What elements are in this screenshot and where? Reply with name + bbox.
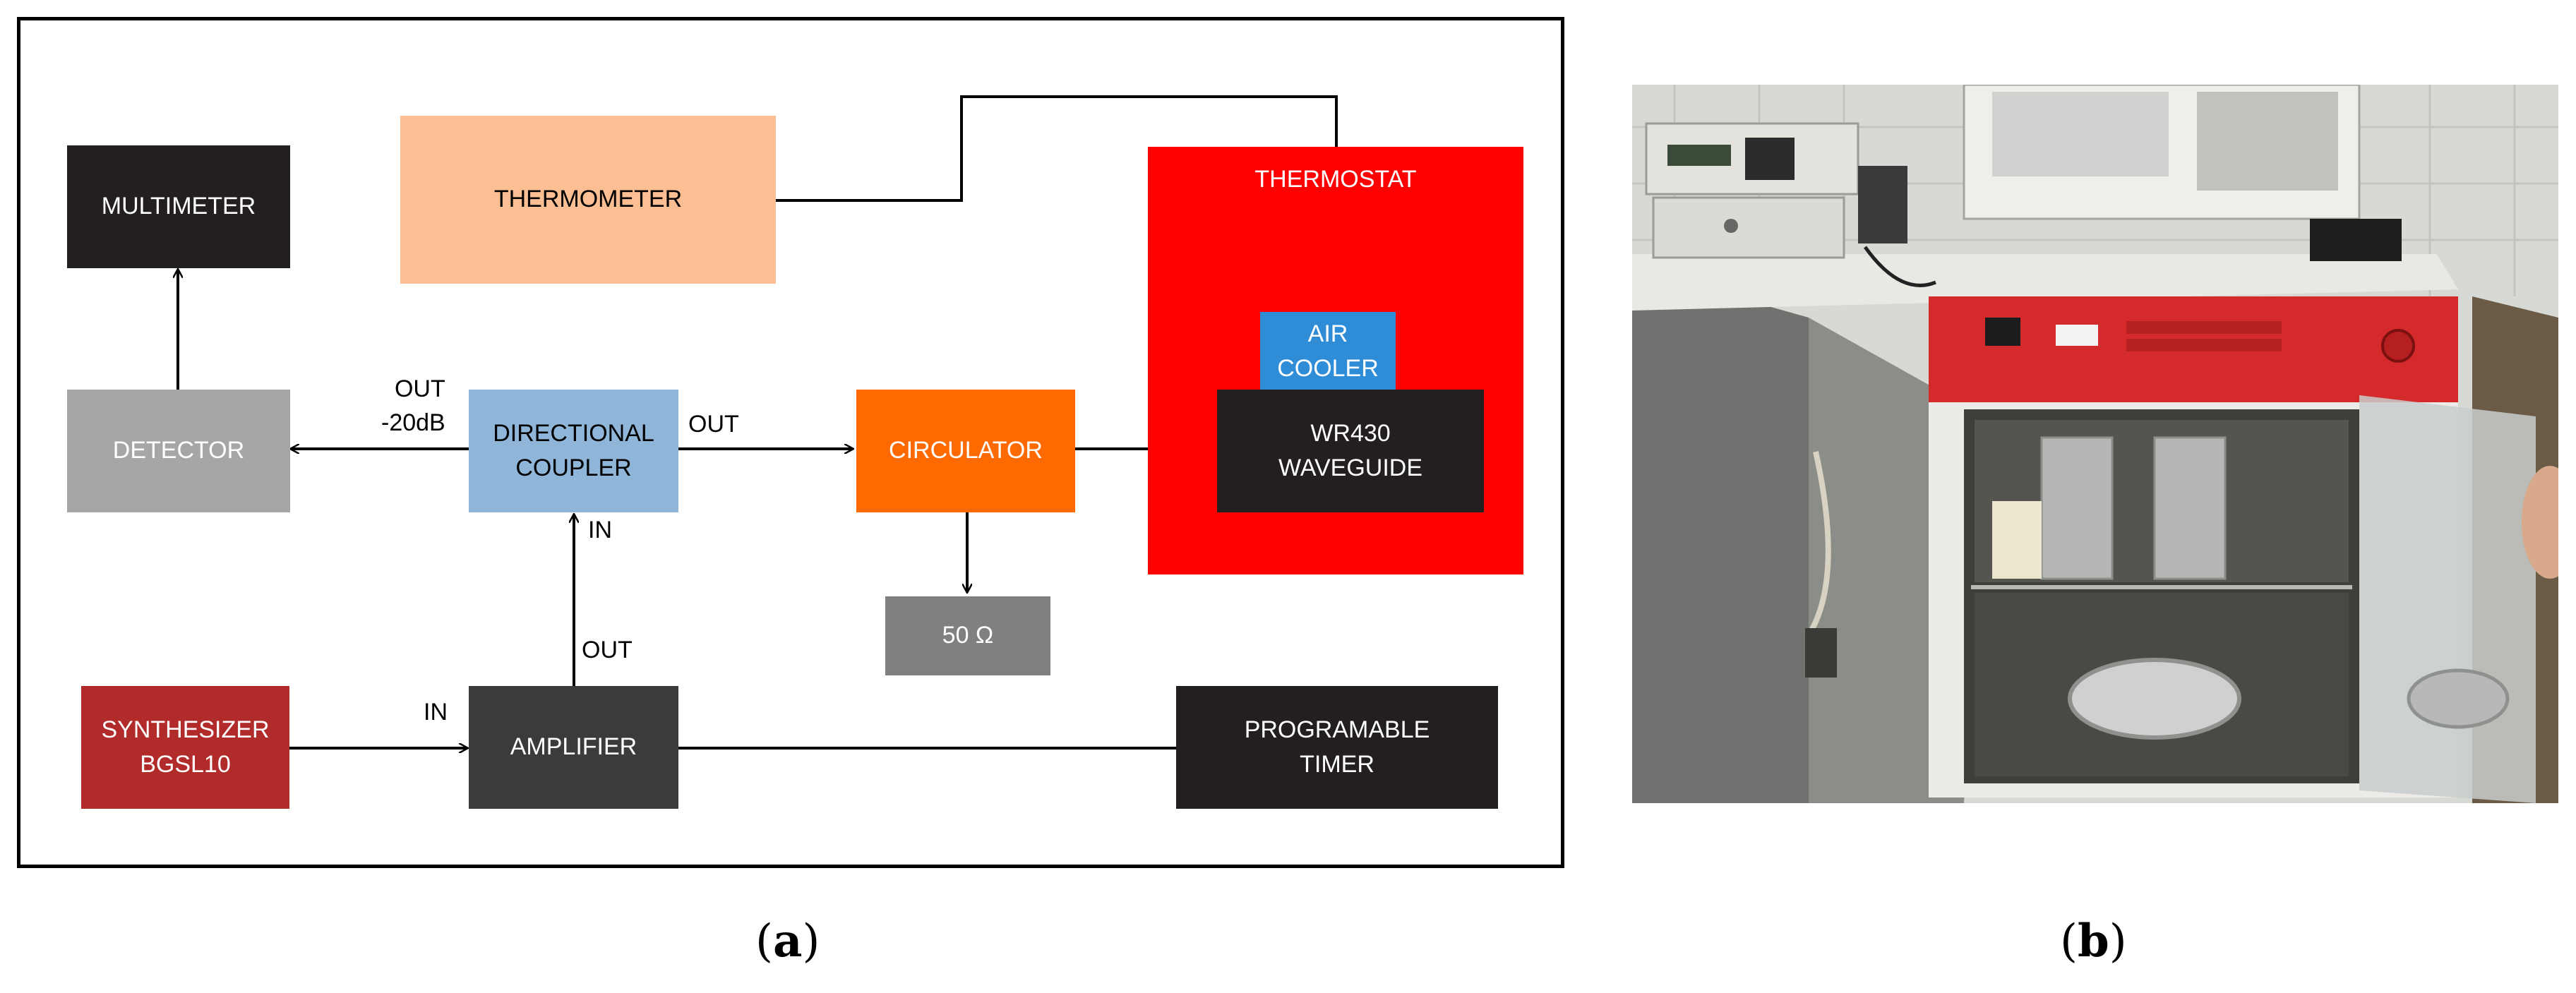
caption-b-letter: b xyxy=(2077,915,2109,968)
detector-block: DETECTOR xyxy=(67,390,290,512)
port-minus20db-label: -20dB xyxy=(381,409,445,436)
detector-label: DETECTOR xyxy=(112,437,245,464)
lab-setup-photo-drawing xyxy=(1632,85,2558,803)
timer-label-line2: TIMER xyxy=(1300,751,1374,778)
load-50-ohm-block: 50 Ω xyxy=(885,596,1050,675)
programable-timer-block: PROGRAMABLE TIMER xyxy=(1176,686,1498,809)
directional-coupler-label-line1: DIRECTIONAL xyxy=(493,419,654,447)
coupler-out-detector-port-label: OUT -20dB xyxy=(381,373,445,440)
multimeter-label: MULTIMETER xyxy=(101,193,256,220)
caption-b: (b) xyxy=(2060,915,2127,968)
line-thermometer-to-thermostat xyxy=(776,95,1338,202)
amplifier-in-port-label: IN xyxy=(424,699,448,726)
caption-a-letter: a xyxy=(772,915,803,968)
waveguide-label-line2: WAVEGUIDE xyxy=(1278,455,1423,481)
amplifier-label: AMPLIFIER xyxy=(510,733,637,761)
circulator-label: CIRCULATOR xyxy=(889,437,1043,464)
coupler-in-port-label: IN xyxy=(588,517,612,543)
air-cooler-block: AIR COOLER xyxy=(1260,312,1396,391)
load-50-ohm-label: 50 Ω xyxy=(942,622,994,649)
directional-coupler-block: DIRECTIONAL COUPLER xyxy=(469,390,678,512)
air-cooler-label: AIR COOLER xyxy=(1277,320,1379,382)
waveguide-label-line1: WR430 xyxy=(1310,419,1391,447)
thermostat-label: THERMOSTAT xyxy=(1254,166,1417,193)
multimeter-block: MULTIMETER xyxy=(67,145,290,268)
thermometer-label: THERMOMETER xyxy=(493,186,683,213)
coupler-out-circulator-port-label: OUT xyxy=(688,411,739,438)
synthesizer-label-line2: BGSL10 xyxy=(140,751,231,778)
directional-coupler-label-line2: COUPLER xyxy=(515,455,632,481)
amplifier-out-port-label: OUT xyxy=(582,637,633,663)
waveguide-block: WR430 WAVEGUIDE xyxy=(1217,390,1484,512)
synthesizer-block: SYNTHESIZER BGSL10 xyxy=(81,686,289,809)
timer-label-line1: PROGRAMABLE xyxy=(1244,716,1430,743)
thermometer-block: THERMOMETER xyxy=(400,116,776,284)
synthesizer-label-line1: SYNTHESIZER xyxy=(101,716,270,743)
port-out-label: OUT xyxy=(394,375,445,402)
circulator-block: CIRCULATOR xyxy=(856,390,1075,512)
amplifier-block: AMPLIFIER xyxy=(469,686,678,809)
lab-setup-photo xyxy=(1632,85,2558,803)
caption-a: (a) xyxy=(755,915,820,968)
